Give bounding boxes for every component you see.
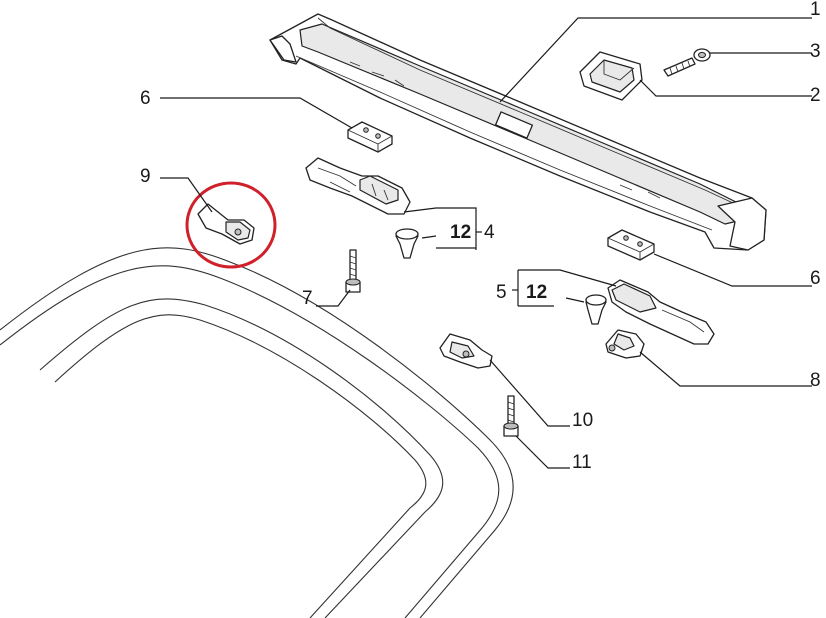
label-3: 3: [810, 41, 821, 62]
label-9: 9: [140, 166, 151, 187]
part-6-upper-plate: [347, 121, 393, 153]
label-7: 7: [302, 288, 313, 309]
part-2-bracket: [579, 51, 643, 101]
label-2: 2: [810, 85, 821, 106]
part-1-cross-beam: [269, 13, 767, 251]
label-12-right: 12: [526, 282, 547, 303]
windshield-glass: [0, 247, 514, 618]
label-6-right: 6: [810, 268, 821, 289]
part-11-bolt: [503, 395, 519, 437]
label-1: 1: [810, 0, 821, 20]
part-6-right-plate: [607, 229, 655, 261]
label-11: 11: [572, 452, 592, 473]
label-6-upper: 6: [140, 88, 151, 109]
part-3-screw: [663, 48, 711, 77]
label-5: 5: [496, 282, 507, 303]
part-12-left-clip: [395, 228, 419, 259]
highlight-circle-part-9: [185, 181, 277, 269]
leader-lines: [160, 17, 812, 469]
part-8-bracket: [605, 329, 645, 359]
part-7-bolt: [345, 249, 361, 293]
label-8: 8: [810, 370, 821, 391]
label-4: 4: [484, 222, 495, 243]
part-4-left-guide: [305, 157, 411, 215]
part-9-bracket: [197, 203, 255, 245]
part-5-right-guide: [607, 279, 715, 345]
part-12-right-clip: [585, 294, 607, 325]
label-12-left: 12: [450, 222, 471, 243]
label-10: 10: [572, 410, 593, 431]
part-10-latch: [439, 333, 493, 369]
